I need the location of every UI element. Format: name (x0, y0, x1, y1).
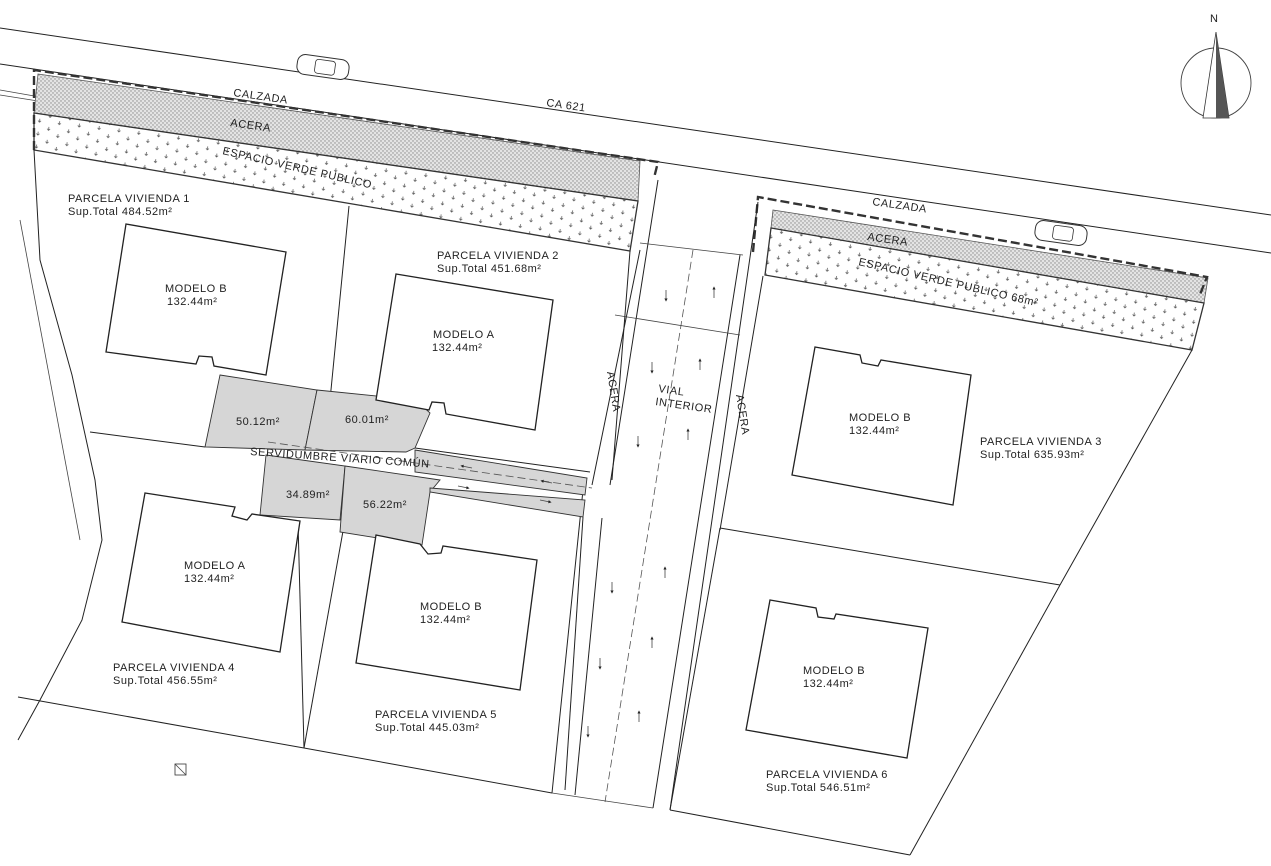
house-6 (745, 599, 929, 759)
house-2-model: MODELO A (433, 329, 495, 341)
road-calzada-right: CALZADA (872, 196, 928, 216)
parcel-2-name: PARCELA VIVIENDA 2 (437, 250, 559, 262)
car-icon (1034, 220, 1088, 246)
lot-boundaries (17, 149, 1193, 856)
acera-label-right: ACERA (733, 394, 751, 436)
house-6-area: 132.44m² (803, 678, 853, 690)
parcel-2-area: Sup.Total 451.68m² (437, 263, 541, 275)
house-1-model: MODELO B (165, 283, 227, 295)
parcel-1-name: PARCELA VIVIENDA 1 (68, 193, 190, 205)
house-3-area: 132.44m² (849, 425, 899, 437)
house-2 (375, 273, 554, 431)
house-6-model: MODELO B (803, 665, 865, 677)
parcel-3-name: PARCELA VIVIENDA 3 (980, 436, 1102, 448)
house-3-model: MODELO B (849, 412, 911, 424)
easement-area-1: 50.12m² (236, 416, 280, 428)
house-2-area: 132.44m² (432, 342, 482, 354)
marker-icon (174, 763, 187, 776)
house-1-area: 132.44m² (167, 296, 217, 308)
house-1 (105, 223, 287, 376)
house-3 (791, 346, 972, 506)
interior-road (551, 179, 759, 811)
easement-area-2: 60.01m² (345, 414, 389, 426)
traffic-arrows (457, 286, 716, 738)
vial-label-1: VIAL (658, 383, 686, 399)
easement-area-4: 56.22m² (363, 499, 407, 511)
road-acera-right: ACERA (867, 231, 909, 249)
easement-area-3: 34.89m² (286, 489, 330, 501)
main-road (0, 27, 1271, 254)
house-4 (121, 492, 301, 653)
parcel-5-area: Sup.Total 445.03m² (375, 722, 479, 734)
right-frontage (751, 195, 1209, 351)
parcel-3-area: Sup.Total 635.93m² (980, 449, 1084, 461)
parcel-1-area: Sup.Total 484.52m² (68, 206, 172, 218)
easement-strip (204, 374, 593, 546)
parcel-5-name: PARCELA VIVIENDA 5 (375, 709, 497, 721)
house-5-model: MODELO B (420, 601, 482, 613)
parcel-4-name: PARCELA VIVIENDA 4 (113, 662, 235, 674)
house-4-area: 132.44m² (184, 573, 234, 585)
acera-label-left: ACERA (604, 371, 622, 413)
vial-label-2: INTERIOR (655, 396, 713, 416)
car-icon (296, 54, 350, 80)
parcel-6-area: Sup.Total 546.51m² (766, 782, 870, 794)
house-5-area: 132.44m² (420, 614, 470, 626)
parcel-4-area: Sup.Total 456.55m² (113, 675, 217, 687)
house-5 (355, 534, 538, 691)
house-4-model: MODELO A (184, 560, 246, 572)
north-label: N (1210, 13, 1219, 25)
parcel-6-name: PARCELA VIVIENDA 6 (766, 769, 888, 781)
north-arrow-icon (1180, 31, 1252, 119)
road-name: CA 621 (546, 97, 587, 114)
road-acera-left: ACERA (230, 117, 272, 135)
